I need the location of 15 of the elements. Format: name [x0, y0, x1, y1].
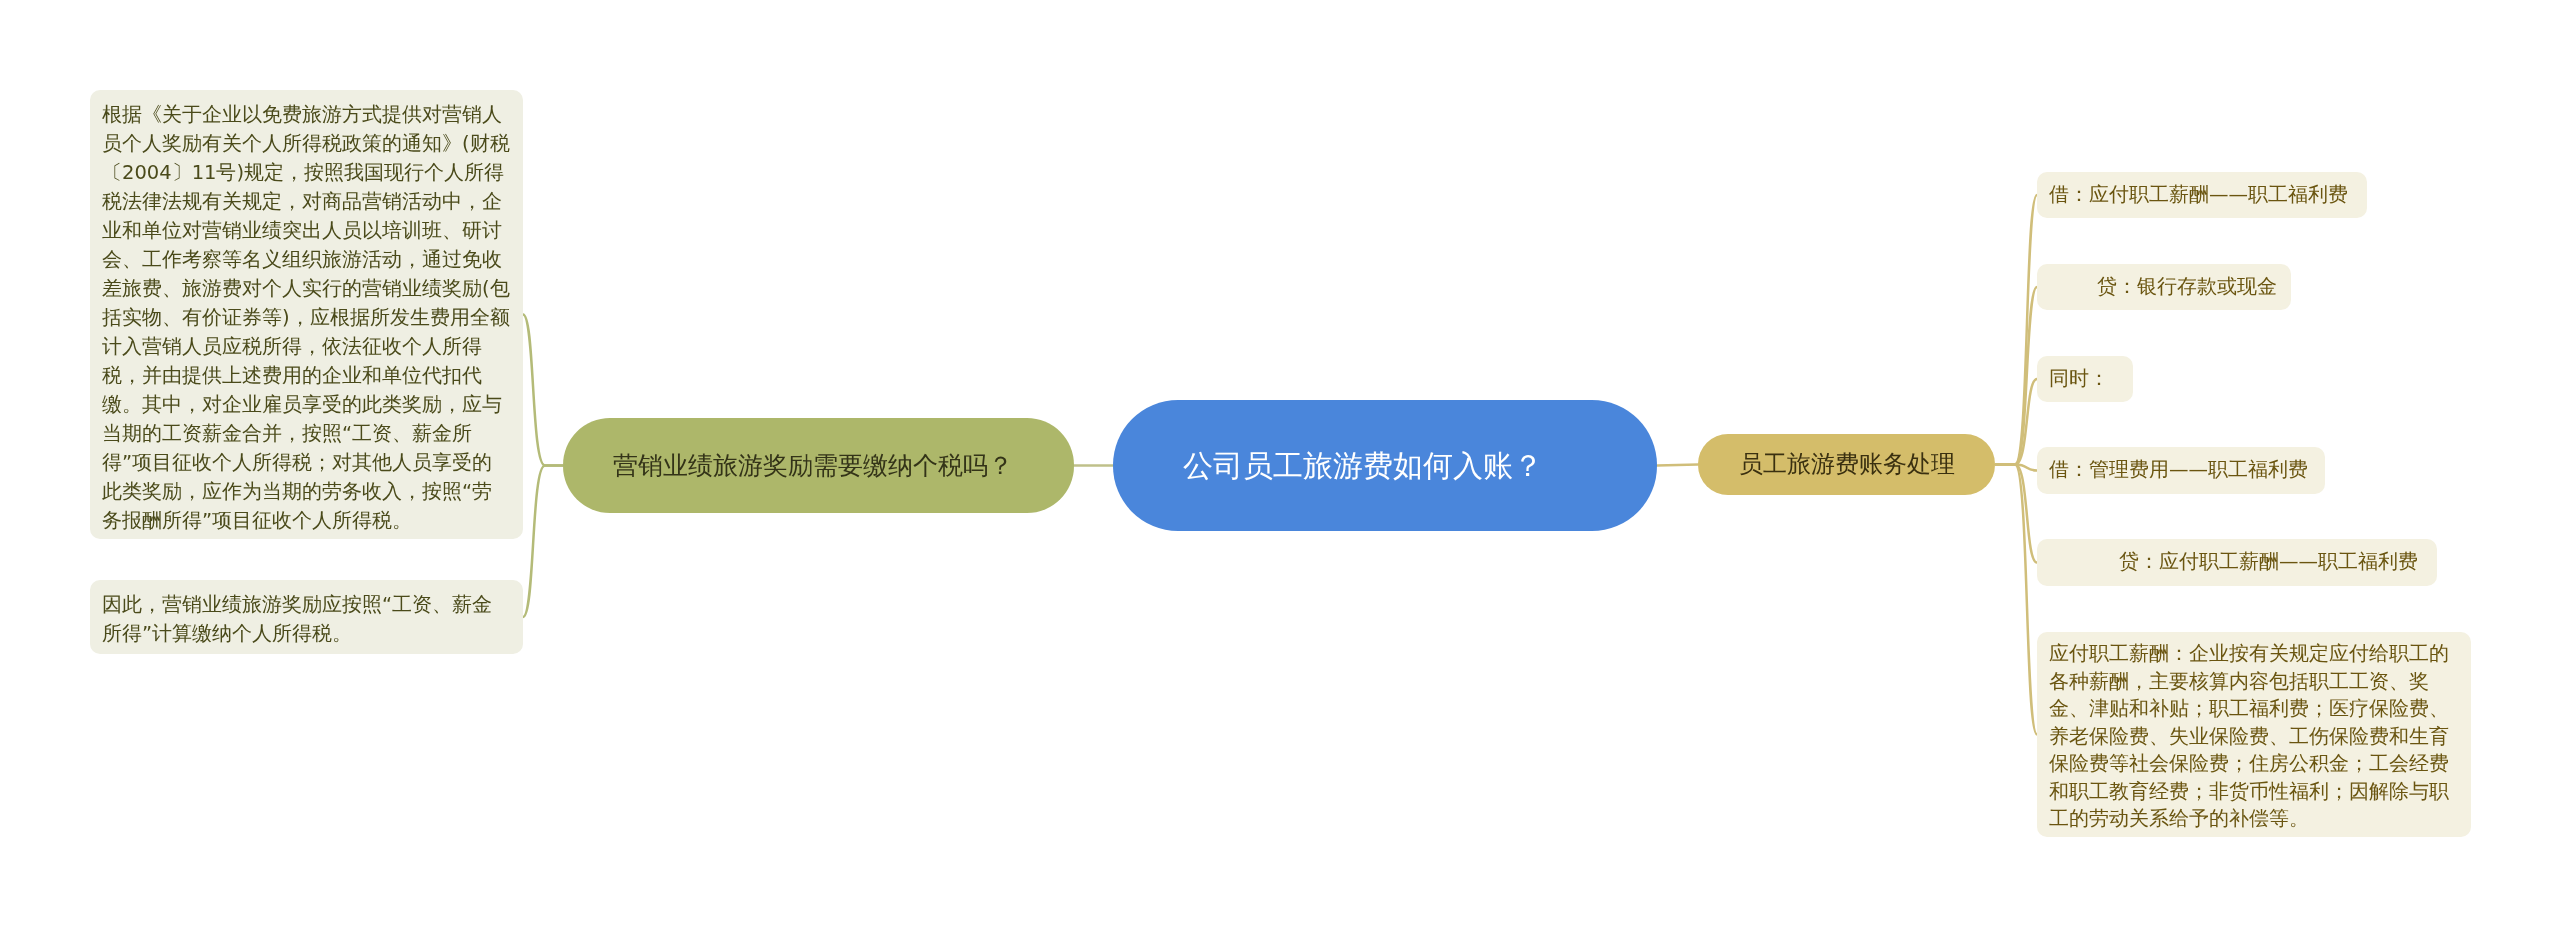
note-card: 应付职工薪酬：企业按有关规定应付给职工的各种薪酬，主要核算内容包括职工工资、奖金、津贴和补贴；职工福利费；医疗保险费、养老保险费、失业保险费、工伤保险费和生育保险费等社会保险费；住房公积金；工会经费和职工教育经费；非货币性福利；因解除与职工的劳动关系给予的补偿等。 — [2037, 632, 2471, 837]
branch-bubble: 营销业绩旅游奖励需要缴纳个税吗？ — [563, 418, 1074, 513]
note-card: 同时： — [2037, 356, 2133, 402]
note-card: 借：应付职工薪酬——职工福利费 — [2037, 172, 2367, 218]
connector-line — [1656, 463, 1699, 467]
note-card: 根据《关于企业以免费旅游方式提供对营销人员个人奖励有关个人所得税政策的通知》(财税〔2004〕11号)规定，按照我国现行个人所得税法律法规有关规定，对商品营销活动中，企业和单位对营销业绩突出人员以培训班、研讨会、工作考察等名义组织旅游活动，通过免收差旅费、旅游费对个人实行的营销业绩奖励(包括实物、有价证券等)，应根据所发生费用全额计入营销人员应税所得，依法征收个人所得税，并由提供上述费用的企业和单位代扣代缴。其中，对企业雇员享受的此类奖励，应与当期的工资薪金合并，按照“工资、薪金所得”项目征收个人所得税；对其他人员享受的此类奖励，应作为当期的劳务收入，按照“劳务报酬所得”项目征收个人所得税。 — [90, 90, 523, 539]
branch-bubble: 员工旅游费账务处理 — [1698, 434, 1995, 495]
note-card: 借：管理费用——职工福利费 — [2037, 447, 2325, 494]
connector-line — [522, 464, 563, 618]
note-card: 贷：应付职工薪酬——职工福利费 — [2037, 539, 2437, 586]
note-card: 因此，营销业绩旅游奖励应按照“工资、薪金所得”计算缴纳个人所得税。 — [90, 580, 523, 654]
note-card: 贷：银行存款或现金 — [2037, 264, 2291, 310]
connector-line — [1995, 463, 2039, 736]
connector-line — [1074, 464, 1113, 467]
topic-bubble: 公司员工旅游费如何入账？ — [1113, 400, 1657, 531]
